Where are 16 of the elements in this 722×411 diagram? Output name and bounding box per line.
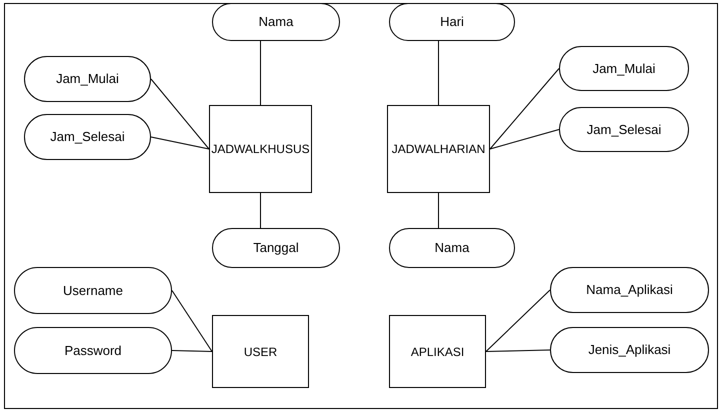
connector-line [490, 129, 560, 150]
connector-line [172, 350, 212, 352]
connector-line [438, 192, 439, 228]
entity-box: JADWALHARIAN [387, 105, 490, 193]
connector-line [260, 40, 261, 106]
connector-line [260, 192, 261, 228]
connector-line [486, 350, 550, 352]
connector-line [150, 136, 210, 150]
entity-box: APLIKASI [389, 315, 486, 388]
connector-line [150, 78, 210, 150]
connector-line [438, 40, 439, 106]
connector-line [486, 290, 550, 352]
connector-line [490, 68, 560, 150]
entity-box: JADWALKHUSUS [209, 105, 312, 193]
entity-box: USER [212, 315, 309, 388]
connector-line [172, 290, 212, 352]
